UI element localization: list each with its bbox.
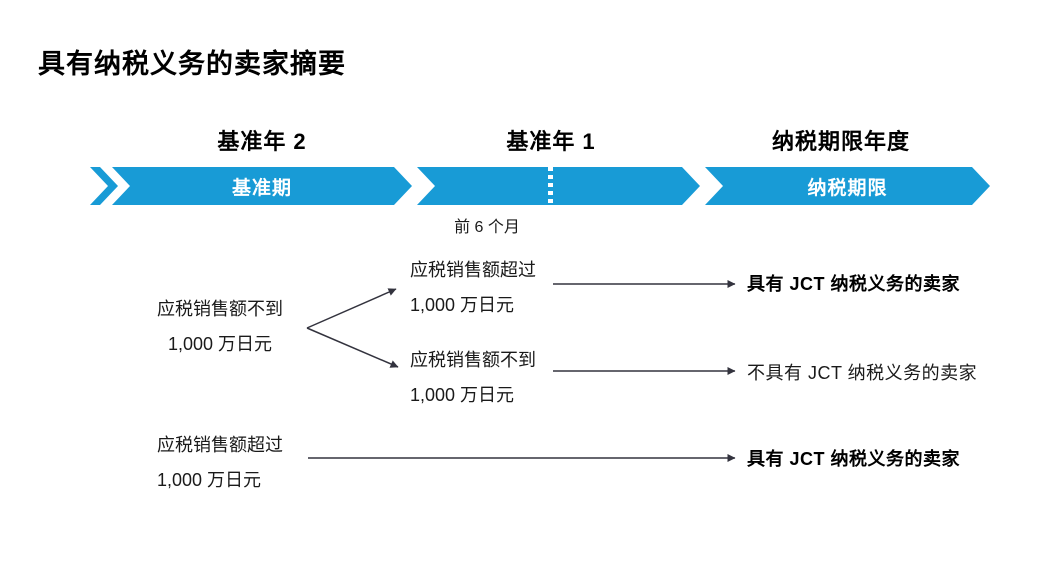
timeline-segment-tax-deadline: 纳税期限 — [705, 167, 990, 205]
result-has-jct-obligation-1: 具有 JCT 纳税义务的卖家 — [747, 274, 961, 294]
page-title: 具有纳税义务的卖家摘要 — [38, 49, 346, 79]
node-line1: 应税销售额不到 — [410, 350, 536, 370]
timeline-segment-middle — [417, 167, 700, 205]
node-line1: 应税销售额不到 — [157, 299, 283, 319]
node-line1: 应税销售额超过 — [157, 435, 283, 455]
column-header-tax-period-year: 纳税期限年度 — [771, 129, 911, 154]
timeline-segment-base-period: 基准期 — [112, 167, 412, 205]
node-sales-under-10m-first6: 应税销售额不到 1,000 万日元 — [410, 343, 536, 413]
fork-arrow-down — [306, 327, 399, 368]
node-line2: 1,000 万日元 — [167, 334, 273, 354]
first-6-months-label: 前 6 个月 — [454, 219, 520, 236]
timeline-segment-label: 基准期 — [231, 177, 292, 199]
result-no-jct-obligation: 不具有 JCT 纳税义务的卖家 — [747, 363, 978, 383]
node-sales-over-10m-base2: 应税销售额超过 1,000 万日元 — [157, 428, 283, 498]
node-sales-over-10m-first6: 应税销售额超过 1,000 万日元 — [410, 253, 536, 323]
node-sales-under-10m-base2: 应税销售额不到 1,000 万日元 — [150, 292, 290, 362]
node-line2: 1,000 万日元 — [410, 385, 515, 405]
node-line2: 1,000 万日元 — [157, 470, 262, 490]
node-line2: 1,000 万日元 — [410, 295, 515, 315]
timeline-segment-label: 纳税期限 — [807, 177, 888, 199]
column-header-base-year-2: 基准年 2 — [217, 129, 307, 154]
six-month-dotted-divider — [548, 167, 553, 205]
column-header-base-year-1: 基准年 1 — [506, 129, 596, 154]
node-line1: 应税销售额超过 — [410, 260, 536, 280]
result-has-jct-obligation-2: 具有 JCT 纳税义务的卖家 — [747, 449, 961, 469]
fork-arrow-up — [306, 288, 397, 329]
